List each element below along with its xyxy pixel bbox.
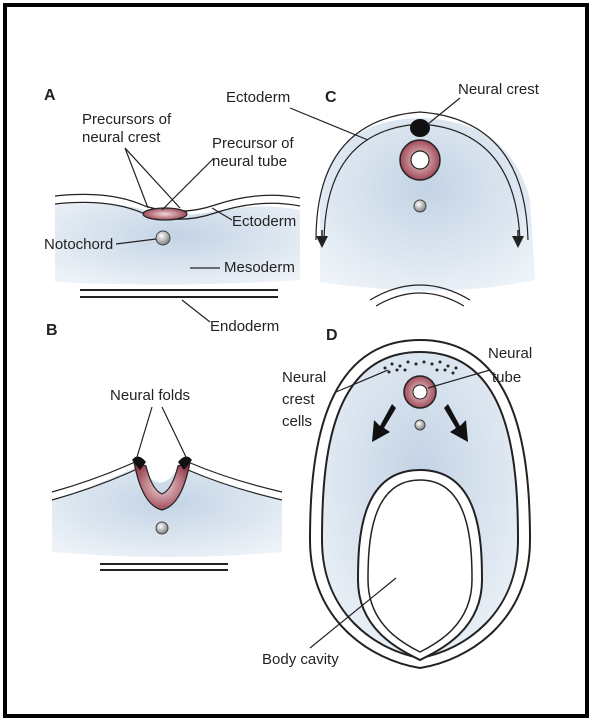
label-precursors-crest-1: Precursors of [82, 111, 172, 128]
label-notochord: Notochord [44, 236, 113, 253]
label-crest-cells-2: crest [282, 391, 315, 408]
label-neural-crest-c: Neural crest [458, 81, 540, 98]
label-neural-folds: Neural folds [110, 387, 190, 404]
panel-a: A Precursors of neural crest Precursor o… [44, 87, 300, 335]
leader-endoderm [182, 300, 210, 322]
label-precursors-crest-2: neural crest [82, 129, 161, 146]
label-neural-tube-d-1: Neural [488, 345, 532, 362]
panel-a-letter: A [44, 87, 56, 104]
label-precursor-tube-2: neural tube [212, 153, 287, 170]
neural-plate-a [143, 208, 187, 220]
panel-d-letter: D [326, 327, 338, 344]
panel-c-letter: C [325, 89, 337, 106]
leader-fold-left [137, 407, 152, 457]
panel-d: D Neural crest cells Neural tube [262, 327, 532, 668]
leader-fold-right [162, 407, 186, 457]
label-mesoderm: Mesoderm [224, 259, 295, 276]
label-precursor-tube-1: Precursor of [212, 135, 295, 152]
neural-canal-d [413, 385, 427, 399]
notochord-d [415, 420, 425, 430]
label-crest-cells-1: Neural [282, 369, 326, 386]
label-ectoderm-c: Ectoderm [226, 89, 290, 106]
panel-b-letter: B [46, 322, 58, 339]
notochord-c [414, 200, 426, 212]
label-endoderm: Endoderm [210, 318, 279, 335]
label-neural-tube-d-2: tube [492, 369, 521, 386]
leader-crest-left [125, 148, 148, 208]
panel-b: B Neural folds [46, 322, 282, 570]
neural-canal-c [411, 151, 429, 169]
notochord-a [156, 231, 170, 245]
neural-crest-c [410, 119, 430, 137]
leader-neural-crest-c [428, 98, 460, 124]
notochord-b [156, 522, 168, 534]
leader-crest-right [125, 148, 180, 208]
endoderm-arc2-c [376, 293, 464, 306]
label-body-cavity: Body cavity [262, 651, 339, 668]
leader-ectoderm-c [290, 108, 368, 140]
mesoderm-tissue-b [52, 465, 282, 557]
leader-neural-tube-a [162, 158, 214, 210]
label-crest-cells-3: cells [282, 413, 312, 430]
label-ectoderm-a: Ectoderm [232, 213, 296, 230]
